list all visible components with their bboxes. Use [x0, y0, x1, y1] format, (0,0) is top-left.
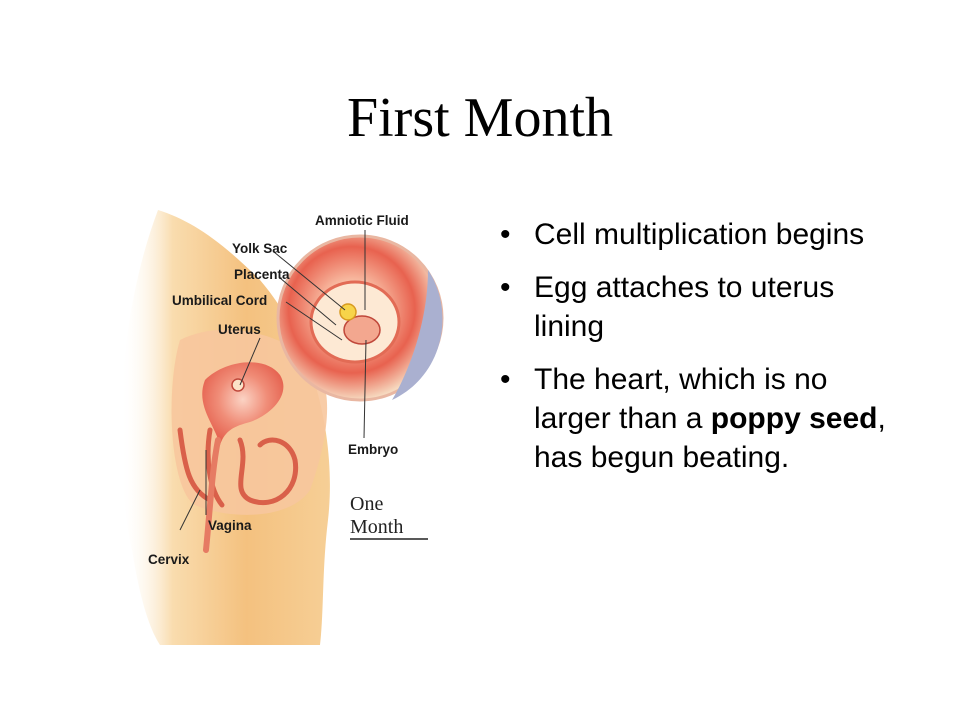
- inset-blue-edge: [392, 270, 443, 400]
- bullet-text: , has begun beating.: [534, 402, 886, 474]
- bullet-text: Egg attaches to uterus lining: [534, 271, 835, 343]
- bullet-bold-text: poppy seed: [710, 402, 878, 435]
- embryo-shape: [343, 315, 381, 345]
- pointer-lines: [179, 230, 367, 531]
- label-embryo: Embryo: [348, 442, 398, 457]
- uterus-shape: [202, 362, 284, 445]
- label-placenta: Placenta: [234, 267, 290, 282]
- label-yolk-sac: Yolk Sac: [232, 241, 288, 256]
- label-vagina: Vagina: [208, 518, 252, 533]
- pregnancy-diagram: Amniotic Fluid Yolk Sac Placenta Umbilic…: [120, 210, 444, 645]
- bullet-text: The heart, which is no larger than a: [534, 363, 828, 435]
- caption-month: Month: [350, 516, 403, 538]
- bullet-dot: •: [500, 363, 511, 396]
- label-amniotic-fluid: Amniotic Fluid: [315, 213, 409, 228]
- caption-one: One: [350, 493, 383, 515]
- cervix-vagina-canal: [203, 437, 221, 553]
- bullet-dot: •: [500, 218, 511, 251]
- bullet-list: • Cell multiplication begins • Egg attaches…: [500, 215, 900, 491]
- bullet-item: • The heart, which is no larger than a p…: [500, 360, 900, 477]
- label-umbilical-cord: Umbilical Cord: [172, 293, 267, 308]
- slide-title: First Month: [346, 87, 614, 149]
- lower-organs: [177, 427, 299, 508]
- bullet-dot: •: [500, 271, 511, 304]
- yolk-sac-shape: [339, 303, 357, 321]
- bullet-item: • Cell multiplication begins: [500, 215, 900, 254]
- bullet-text: Cell multiplication begins: [534, 218, 865, 251]
- label-uterus: Uterus: [218, 322, 261, 337]
- bullet-item: • Egg attaches to uterus lining: [500, 268, 900, 346]
- label-cervix: Cervix: [148, 552, 190, 567]
